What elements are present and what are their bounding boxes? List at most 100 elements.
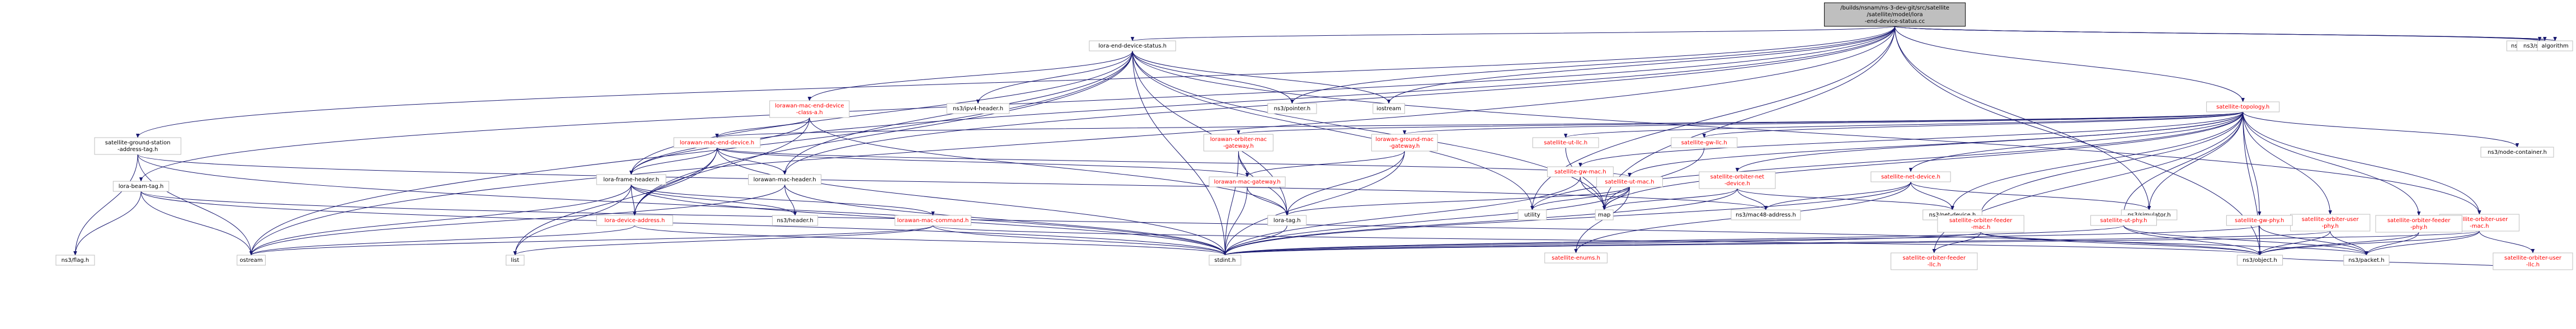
edge-ut-mac-to-map [1604,186,1630,210]
node-label: lora-end-device-status.h [1098,43,1167,49]
edge-leds-to-utility [1132,50,1533,210]
node-orbiter-user-llc[interactable]: satellite-orbiter-user-llc.h [2493,252,2573,270]
node-nspacket[interactable]: ns3/packet.h [2343,255,2390,266]
node-box [1089,40,1176,51]
edge-root-to-beam-tag [141,26,1896,181]
node-list[interactable]: list [505,255,525,266]
node-box [2290,214,2371,232]
node-pointer[interactable]: ns3/pointer.h [1267,103,1317,114]
edge-beam-tag-to-stdint [140,191,1225,256]
node-label: lorawan-mac-gateway.h [1214,179,1280,185]
node-mac-cmd[interactable]: lorawan-mac-command.h [894,215,971,226]
node-loramac-end[interactable]: lorawan-mac-end-device.h [673,137,761,148]
node-nsobject[interactable]: ns3/object.h [2236,255,2283,266]
node-box [1544,252,1608,264]
node-device-addr[interactable]: lora-device-address.h [596,215,673,226]
edge-frame-hdr-to-mac-cmd [631,184,933,216]
edge-mac-gw-to-stdint [1225,186,1248,255]
node-utility[interactable]: utility [1517,209,1547,220]
node-orbiter-mac-gw[interactable]: lorawan-orbiter-mac-gateway.h [1204,134,1273,152]
node-ut-mac[interactable]: satellite-ut-mac.h [1596,176,1663,187]
node-label: -class-a.h [796,110,823,116]
node-label: iostream [1376,106,1401,112]
node-stdint[interactable]: stdint.h [1209,255,1242,266]
node-label: lorawan-orbiter-mac [1210,137,1267,143]
node-label: list [511,257,519,264]
edge-gs-addr-tag-to-bitflag [75,154,138,255]
node-ut-llc[interactable]: satellite-ut-llc.h [1532,137,1599,148]
node-nsheader[interactable]: ns3/header.h [772,215,819,226]
node-orbiter-user-phy[interactable]: satellite-orbiter-user-phy.h [2290,214,2371,232]
node-label: -phy.h [2322,223,2339,229]
edge-orbiter-net-to-mac48 [1737,188,1766,210]
edge-loramac-end-to-ut-mac [716,147,1629,177]
node-loramac-end-a[interactable]: lorawan-mac-end-device-class-a.h [769,100,850,118]
node-mac-hdr[interactable]: lorawan-mac-header.h [748,174,822,185]
node-frame-hdr[interactable]: lora-frame-header.h [596,174,666,185]
node-box [894,215,971,226]
node-root[interactable]: /builds/nsnam/ns-3-dev-git/src/satellite… [1824,2,1966,27]
node-box [1209,176,1286,187]
node-ut-phy[interactable]: satellite-ut-phy.h [2090,215,2157,226]
edge-net-device-to-stdint [1225,181,1911,255]
edge-leds-to-loramac-end-a [810,50,1133,101]
node-lora-tag[interactable]: lora-tag.h [1267,215,1307,226]
node-label: map [1598,212,1610,218]
edge-topo-to-orbiter-mac-gw [1238,111,2244,135]
node-label: ns3/flag.h [62,257,90,264]
node-label: satellite-net-device.h [1881,174,1940,180]
node-leds[interactable]: lora-end-device-status.h [1089,40,1176,51]
node-box [2206,101,2280,112]
edge-mac-gw-to-lora-tag [1247,186,1287,216]
node-mac48[interactable]: ns3/mac48-address.h [1731,209,1801,220]
node-gw-mac[interactable]: satellite-gw-mac.h [1547,166,1614,177]
node-box [1532,137,1599,148]
node-box [1671,137,1738,148]
node-label: satellite-orbiter-user [2302,217,2359,223]
node-beam-tag[interactable]: lora-beam-tag.h [112,181,170,192]
edges-layer [75,26,2555,270]
edge-loramac-end-a-to-loramac-end [717,117,810,138]
node-orbiter-net[interactable]: satellite-orbiter-net-device.h [1699,171,1776,189]
node-mac-gw[interactable]: lorawan-mac-gateway.h [1209,176,1286,187]
node-label: -gateway.h [1223,143,1253,149]
node-label: lorawan-mac-end-device [775,103,844,109]
node-node-container[interactable]: ns3/node-container.h [2480,147,2554,158]
node-label: satellite-orbiter-feeder [2387,218,2451,224]
edge-ground-mac-gw-to-stdint [1225,151,1405,255]
node-ipv4hdr[interactable]: ns3/ipv4-header.h [946,103,1010,114]
node-box [1267,215,1307,226]
edge-topo-to-gw-mac [1580,111,2244,167]
node-algorithm[interactable]: algorithm [2537,40,2573,51]
node-net-device[interactable]: satellite-net-device.h [1870,171,1951,182]
node-ostream[interactable]: ostream [237,255,266,266]
node-gw-llc[interactable]: satellite-gw-llc.h [1671,137,1738,148]
node-orbiter-feeder-mac[interactable]: satellite-orbiter-feeder-mac.h [1937,215,2024,233]
node-orbiter-feeder-llc[interactable]: satellite-orbiter-feeder-llc.h [1891,252,1978,270]
node-sat-enums[interactable]: satellite-enums.h [1544,252,1608,264]
node-ground-mac-gw[interactable]: lorawan-ground-mac-gateway.h [1371,134,1438,152]
node-label: satellite-orbiter-feeder [1949,218,2013,224]
node-topo[interactable]: satellite-topology.h [2206,101,2280,112]
edge-topo-to-ut-phy [2124,111,2244,215]
edge-beam-tag-to-bitflag [75,191,142,255]
node-iostream[interactable]: iostream [1372,103,1405,114]
node-label: lora-frame-header.h [603,177,659,183]
edge-ground-mac-gw-to-mac-gw [1247,151,1405,177]
node-box [1517,209,1547,220]
edge-gw-mac-to-stdint [1225,176,1581,255]
node-orbiter-feeder-phy[interactable]: satellite-orbiter-feeder-phy.h [2375,215,2462,233]
node-gs-addr-tag[interactable]: satellite-ground-station-address-tag.h [94,137,181,155]
node-box [2236,255,2283,266]
node-box [112,181,170,192]
node-gw-phy[interactable]: satellite-gw-phy.h [2226,215,2293,226]
node-label: -gateway.h [1389,143,1419,149]
edge-topo-to-ground-mac-gw [1404,111,2244,135]
node-box [2090,215,2157,226]
node-label: satellite-gw-phy.h [2235,218,2284,224]
edge-device-addr-to-stdint [634,225,1225,256]
node-label: ns3/object.h [2243,257,2277,264]
node-map[interactable]: map [1595,209,1614,220]
node-bitflag[interactable]: ns3/flag.h [55,255,95,266]
node-label: satellite-gw-mac.h [1554,169,1606,175]
